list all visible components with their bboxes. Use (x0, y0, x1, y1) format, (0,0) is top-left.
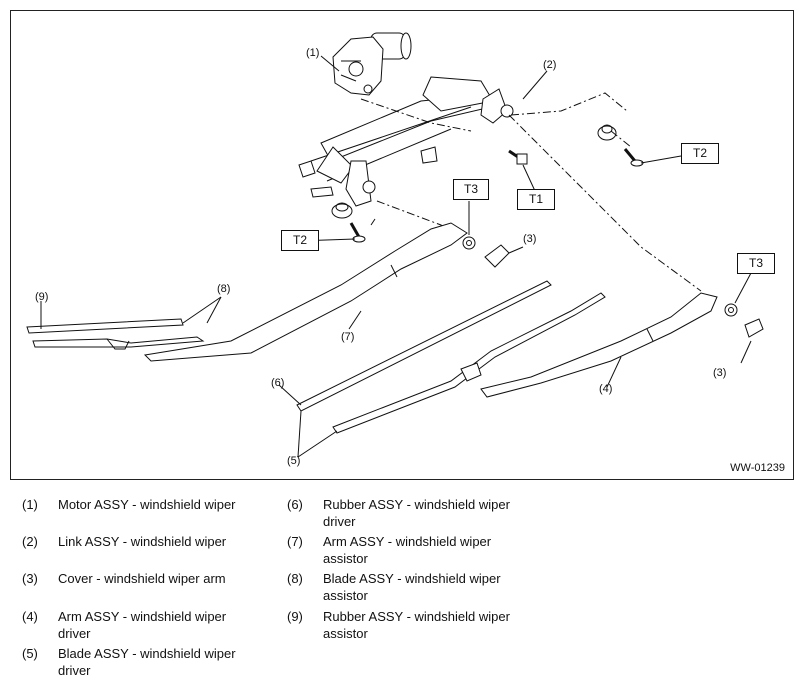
legend-item: (7) Arm ASSY - windshield wiper assistor (287, 533, 557, 567)
legend-text: Arm ASSY - windshield wiper driver (58, 609, 227, 641)
torque-tag-t3-left: T3 (453, 179, 489, 200)
driver-rubber (296, 280, 552, 412)
legend-item: (9) Rubber ASSY - windshield wiper assis… (287, 608, 557, 642)
figure-id: WW-01239 (730, 462, 785, 474)
wiper-linkage (298, 76, 514, 207)
legend-item: (8) Blade ASSY - windshield wiper assist… (287, 570, 557, 604)
legend-item: (3) Cover - windshield wiper arm (22, 570, 292, 604)
wiper-motor (332, 32, 412, 96)
legend-number: (3) (22, 571, 38, 586)
torque-tag-t3-right: T3 (737, 253, 775, 274)
legend-number: (9) (287, 609, 303, 624)
legend-number: (8) (287, 571, 303, 586)
legend-text: Cover - windshield wiper arm (58, 571, 226, 586)
callout-7: (7) (341, 331, 355, 343)
legend-text: Rubber ASSY - windshield wiper driver (323, 497, 510, 529)
torque-tag-t2-left: T2 (281, 230, 319, 251)
legend-text: Blade ASSY - windshield wiper assistor (323, 571, 501, 603)
legend-number: (5) (22, 646, 38, 661)
legend-number: (1) (22, 497, 38, 512)
assistor-arm (143, 222, 468, 362)
legend-text: Motor ASSY - windshield wiper (58, 497, 236, 512)
legend-item: (2) Link ASSY - windshield wiper (22, 533, 292, 567)
assistor-blade (26, 318, 205, 350)
legend-text: Blade ASSY - windshield wiper driver (58, 646, 236, 678)
legend-text: Rubber ASSY - windshield wiper assistor (323, 609, 510, 641)
driver-blade (332, 292, 606, 434)
callout-4: (4) (599, 383, 613, 395)
callout-5: (5) (287, 455, 301, 467)
diagram-drawing (26, 32, 764, 458)
callout-2: (2) (543, 59, 557, 71)
legend-number: (6) (287, 497, 303, 512)
exploded-diagram: (1) (2) (3) (3) (4) (5) (6) (7) (8) (9) … (10, 10, 794, 480)
callout-3b: (3) (713, 367, 727, 379)
torque-tag-t1: T1 (517, 189, 555, 210)
callout-8: (8) (217, 283, 231, 295)
callout-6: (6) (271, 377, 285, 389)
callout-1: (1) (306, 47, 320, 59)
legend-text: Arm ASSY - windshield wiper assistor (323, 534, 492, 566)
legend-number: (7) (287, 534, 303, 549)
callout-9: (9) (35, 291, 49, 303)
legend-item: (6) Rubber ASSY - windshield wiper drive… (287, 496, 557, 530)
legend-item: (5) Blade ASSY - windshield wiper driver (22, 645, 292, 679)
legend-item: (4) Arm ASSY - windshield wiper driver (22, 608, 292, 642)
driver-arm (480, 292, 718, 398)
torque-tag-t2-right: T2 (681, 143, 719, 164)
legend-number: (2) (22, 534, 38, 549)
legend-number: (4) (22, 609, 38, 624)
legend-text: Link ASSY - windshield wiper (58, 534, 227, 549)
legend-item: (1) Motor ASSY - windshield wiper (22, 496, 292, 530)
callout-3a: (3) (523, 233, 537, 245)
